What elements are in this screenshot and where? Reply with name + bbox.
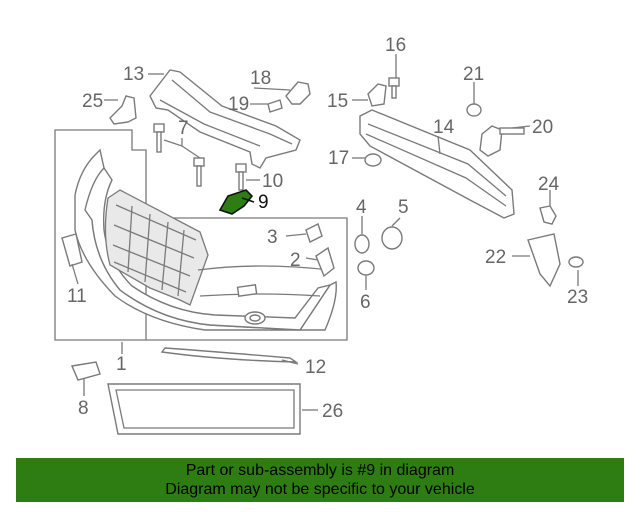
callout-22: 22 (485, 247, 506, 268)
clip-6 (357, 260, 375, 276)
screw-23 (568, 256, 584, 268)
bolt-19 (267, 99, 283, 113)
callout-21: 21 (463, 64, 484, 85)
callout-12: 12 (305, 357, 326, 378)
tow-bracket-20 (479, 125, 525, 157)
callout-11: 11 (67, 286, 87, 307)
bumper-assembly-box (54, 129, 348, 341)
nut-17 (364, 153, 382, 167)
bracket-18 (285, 81, 311, 105)
notice-banner: Part or sub-assembly is #9 in diagram Di… (16, 458, 624, 502)
bolt-16 (388, 77, 400, 87)
upper-cowl-bracket (149, 69, 301, 169)
bracket-22 (527, 233, 561, 288)
callout-19: 19 (228, 94, 249, 115)
callout-14: 14 (433, 117, 455, 138)
callout-20: 20 (532, 117, 553, 138)
notice-line-2: Diagram may not be specific to your vehi… (165, 481, 475, 498)
callout-4: 4 (356, 197, 367, 218)
callout-18: 18 (250, 68, 271, 89)
grille-26 (107, 383, 301, 435)
callout-2: 2 (290, 250, 301, 271)
callout-10: 10 (262, 171, 283, 192)
nut-5 (381, 226, 403, 250)
callout-15: 15 (327, 91, 348, 112)
callout-6: 6 (360, 292, 371, 313)
nut-4 (354, 234, 370, 254)
pin-3 (305, 223, 323, 243)
nut-21 (466, 103, 482, 117)
callout-26: 26 (322, 401, 343, 422)
callout-17: 17 (328, 148, 349, 169)
callout-13: 13 (123, 64, 144, 85)
bracket-9-highlighted (218, 189, 254, 215)
parts-diagram: 13 25 18 19 15 16 21 20 14 17 7 10 9 3 2… (54, 35, 588, 435)
callout-7: 7 (178, 118, 189, 139)
callout-3: 3 (267, 227, 278, 248)
impact-bar (359, 109, 515, 219)
callout-9: 9 (258, 192, 269, 213)
bracket-15 (367, 83, 387, 107)
callout-23: 23 (567, 287, 588, 308)
bumper-cover (61, 148, 337, 331)
clip-24 (539, 205, 557, 225)
leader-lines (71, 54, 579, 411)
callout-5: 5 (398, 197, 409, 218)
bracket-2 (315, 246, 335, 278)
bolt-10 (235, 163, 247, 173)
callout-24: 24 (538, 174, 560, 195)
bolt-7b (193, 157, 205, 167)
bolt-7a (153, 123, 165, 133)
callout-1: 1 (116, 354, 127, 375)
molding-12 (160, 347, 299, 363)
nut-plate-8 (71, 361, 101, 381)
callout-25: 25 (82, 91, 103, 112)
callout-16: 16 (385, 35, 406, 56)
notice-line-1: Part or sub-assembly is #9 in diagram (185, 462, 455, 479)
bracket-25 (109, 95, 137, 125)
callout-8: 8 (78, 398, 89, 419)
